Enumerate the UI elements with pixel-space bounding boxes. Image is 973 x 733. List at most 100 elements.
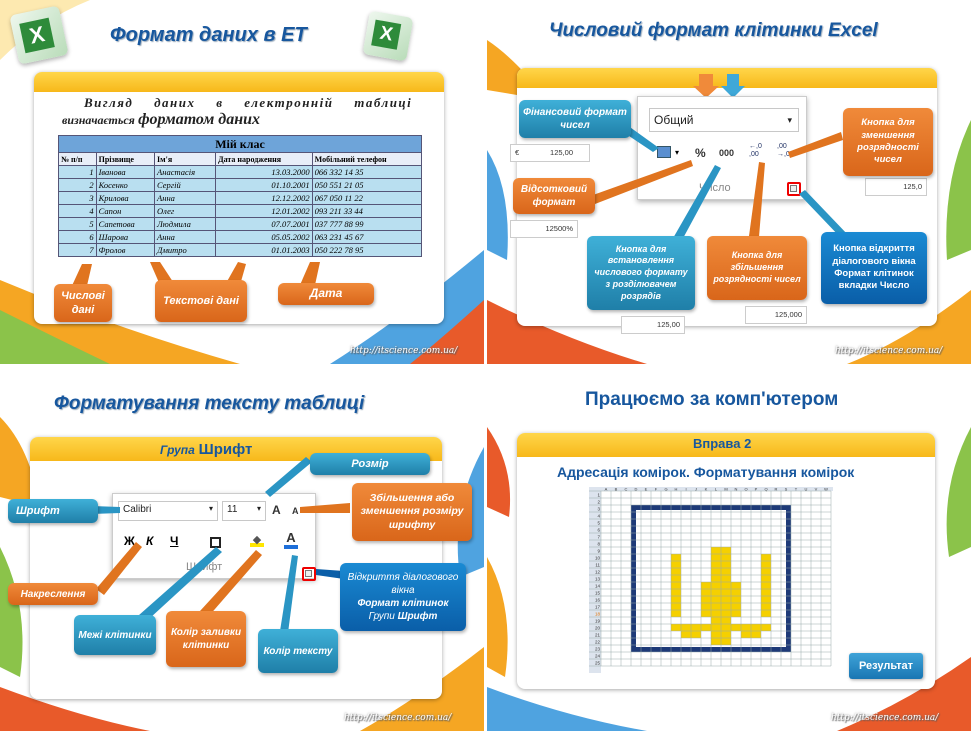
dialog-launcher-icon[interactable] [305, 570, 312, 577]
grow-font-button[interactable]: A [272, 503, 281, 517]
table-cell: Крилова [95, 191, 156, 205]
table-cell: 01.01.2003 [215, 243, 313, 257]
callout-decrease: Кнопка для зменшення розрядності чисел [843, 108, 933, 176]
borders-icon[interactable] [210, 537, 221, 548]
table-cell: 13.03.2000 [215, 165, 313, 179]
table-cell: 05.05.2002 [215, 230, 313, 244]
slide-3: Форматування тексту таблиці Група Шрифт … [0, 367, 484, 731]
slide-4: Працюємо за комп'ютером Вправа 2 Адресац… [487, 367, 971, 731]
bold-button[interactable]: Ж [124, 534, 135, 548]
site-url: http://itscience.com.ua/ [831, 713, 939, 723]
column-header: W [824, 487, 828, 492]
dialog-launcher-highlight [787, 182, 801, 196]
callout-fill: Колір заливки клітинки [166, 611, 246, 667]
table-header-cell: Мобільний телефон [311, 152, 423, 166]
trident-cell [731, 582, 741, 617]
slide-title: Формат даних в ЕТ [110, 24, 307, 46]
slide-2: Числовий формат клітинки Excel Общий▾ ▾ … [487, 0, 971, 364]
row-header: 24 [595, 654, 601, 659]
site-url: http://itscience.com.ua/ [835, 346, 943, 356]
chevron-down-icon: ▾ [256, 504, 261, 513]
trident-cell [701, 582, 711, 617]
callout-style: Накреслення [8, 583, 98, 605]
chevron-down-icon: ▾ [787, 115, 792, 125]
table-cell: 037 777 88 99 [311, 217, 423, 231]
row-header: 1 [597, 493, 600, 498]
row-header: 19 [595, 619, 601, 624]
table-cell: Анна [154, 230, 217, 244]
table-header-cell: Ім'я [154, 152, 217, 166]
table-cell: 7 [58, 243, 97, 257]
row-header: 7 [597, 535, 600, 540]
fill-color-icon[interactable]: ◆ [250, 533, 264, 547]
underline-button[interactable]: Ч [170, 534, 179, 548]
table-cell: Анна [154, 191, 217, 205]
sample-thousands: 125,00 [621, 316, 685, 334]
dialog-launcher-icon[interactable] [790, 185, 797, 192]
table-cell: Фролов [95, 243, 156, 257]
slide-title: Форматування тексту таблиці [54, 393, 365, 414]
table-cell: Людмила [154, 217, 217, 231]
slide-1: X X Формат даних в ЕТ Вигляд даних в еле… [0, 0, 484, 364]
font-color-icon[interactable]: A [284, 530, 298, 549]
column-header: R [775, 487, 778, 492]
result-button[interactable]: Результат [849, 653, 923, 679]
table-cell: 2 [58, 178, 97, 192]
row-header: 11 [595, 563, 600, 568]
font-size-select[interactable]: 11▾ [222, 501, 266, 521]
column-header: J [695, 487, 697, 492]
number-format-select[interactable]: Общий▾ [649, 108, 799, 132]
group-heading: Група Шрифт [160, 441, 253, 458]
table-header-cell: Прізвище [95, 152, 156, 166]
table-cell: Дмитро [154, 243, 217, 257]
row-header: 5 [597, 521, 600, 526]
column-header: S [785, 487, 788, 492]
percent-button[interactable]: % [695, 146, 706, 160]
callout-increase: Кнопка для збільшення розрядності чисел [707, 236, 807, 300]
row-header: 4 [597, 514, 600, 519]
shrink-font-button[interactable]: A [292, 506, 299, 516]
callout-size: Розмір [310, 453, 430, 475]
thousands-separator-button[interactable]: 000 [719, 148, 735, 158]
table-cell: 5 [58, 217, 97, 231]
column-header: Q [764, 487, 767, 492]
column-header: A [605, 487, 608, 492]
accounting-format-button[interactable] [657, 146, 671, 158]
row-header: 18 [595, 612, 601, 617]
row-header: 12 [595, 570, 601, 575]
table-cell: 067 050 11 22 [311, 191, 423, 205]
italic-button[interactable]: К [146, 534, 154, 548]
slide-title: Числовий формат клітинки Excel [549, 20, 878, 41]
row-header: 10 [595, 556, 601, 561]
row-header: 6 [597, 528, 600, 533]
column-header: B [615, 487, 618, 492]
font-name-select[interactable]: Calibri▾ [118, 501, 218, 521]
callout-font-color: Колір тексту [258, 629, 338, 673]
callout-dialog: Кнопка відкриття діалогового вікна Форма… [821, 232, 927, 304]
column-header: C [625, 487, 628, 492]
decrease-decimal-button[interactable]: ,00 →,0 [777, 143, 790, 158]
table-cell: 066 332 14 35 [311, 165, 423, 179]
callout-font: Шрифт [8, 499, 98, 523]
column-header: P [755, 487, 758, 492]
row-header: 14 [595, 584, 601, 589]
column-header: V [815, 487, 818, 492]
chevron-down-icon[interactable]: ▾ [675, 148, 680, 157]
column-header: E [645, 487, 648, 492]
trident-cell [761, 554, 771, 617]
table-cell: 063 231 45 67 [311, 230, 423, 244]
table-cell: Шарова [95, 230, 156, 244]
chevron-down-icon: ▾ [208, 504, 213, 513]
increase-decimal-button[interactable]: ←,0 ,00 [749, 143, 762, 158]
row-header: 15 [595, 591, 601, 596]
row-header: 20 [595, 626, 601, 631]
column-header: K [705, 487, 708, 492]
row-header: 8 [597, 542, 600, 547]
sample-increase: 125,000 [745, 306, 807, 324]
